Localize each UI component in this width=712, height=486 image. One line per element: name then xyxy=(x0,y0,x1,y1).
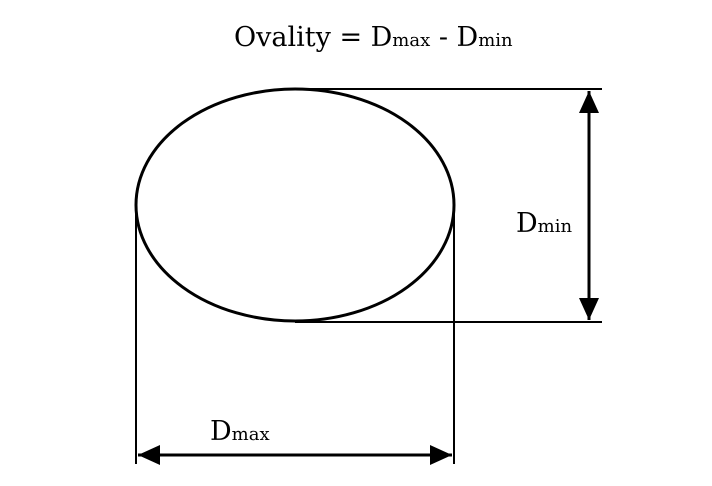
dmax-label: Dmax xyxy=(210,416,270,447)
oval-shape xyxy=(134,87,456,323)
dmax-arrowhead-right xyxy=(430,445,452,465)
title-text-prefix: Ovality = D xyxy=(234,22,393,53)
title-min-subscript: min xyxy=(478,30,513,51)
dmax-arrowhead-left xyxy=(138,445,160,465)
dmax-label-main: D xyxy=(210,416,232,447)
dmin-label: Dmin xyxy=(516,208,572,239)
formula-title: Ovality = Dmax - Dmin xyxy=(234,22,513,53)
dmax-label-subscript: max xyxy=(231,424,270,445)
dmin-arrowhead-top xyxy=(579,91,599,113)
dmin-label-subscript: min xyxy=(537,216,573,237)
dmin-arrowhead-bottom xyxy=(579,298,599,320)
title-max-subscript: max xyxy=(392,30,431,51)
title-text-middle: - D xyxy=(430,22,479,53)
dmin-label-main: D xyxy=(516,208,538,239)
